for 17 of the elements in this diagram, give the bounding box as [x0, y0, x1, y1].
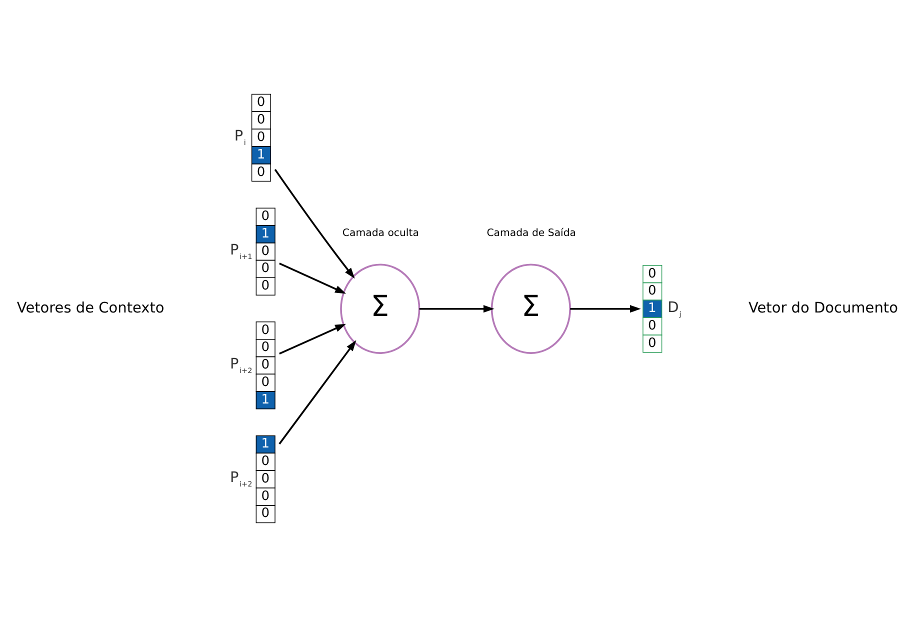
node-label: P$_{i+1}$ — [230, 242, 252, 261]
label: Vetores de Contexto — [16, 300, 164, 316]
node-ellipse: Σ — [340, 264, 420, 354]
arrow — [279, 324, 346, 355]
arrow — [570, 305, 641, 313]
node-ellipse: Σ — [490, 264, 572, 354]
node-label: Camada de Saída — [486, 228, 576, 240]
arrow — [278, 340, 356, 444]
arrow — [274, 168, 355, 279]
arrow — [279, 262, 346, 294]
node-label: P$_{i}$ — [234, 128, 246, 148]
arrow — [419, 305, 494, 313]
node-label: Camada oculta — [342, 228, 419, 240]
node-label: P$_{i+2}$ — [230, 356, 252, 375]
label: Vetor do Documento — [748, 300, 898, 316]
node-label: D$_{j}$ — [668, 300, 682, 318]
node-label: P$_{i+2}$ — [230, 470, 252, 489]
